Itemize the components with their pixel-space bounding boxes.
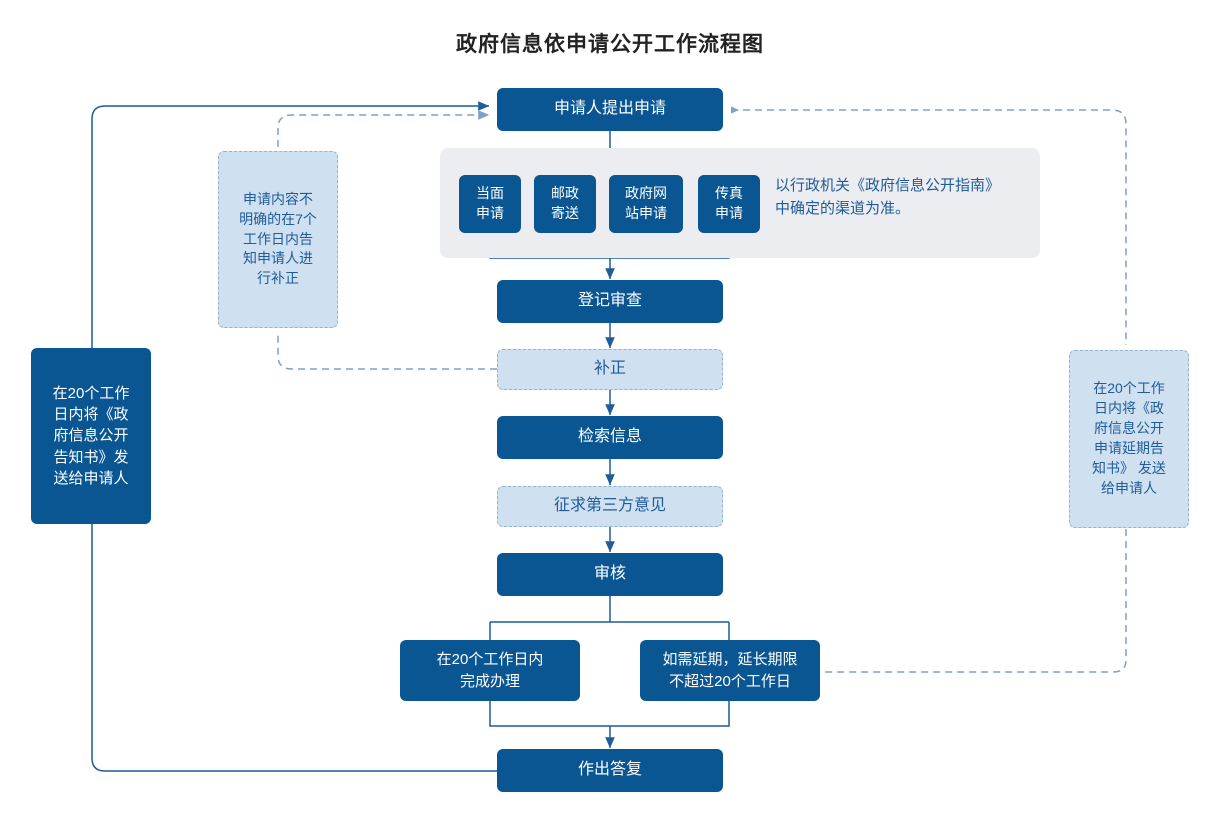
node-channel-in-person[interactable]: 当面 申请 [459,175,521,233]
node-left-notice-20-days[interactable]: 在20个工作 日内将《政 府信息公开 告知书》发 送给申请人 [31,348,151,524]
wire-note-to-apply [277,110,490,147]
node-retrieve-info[interactable]: 检索信息 [497,416,723,459]
node-extension[interactable]: 如需延期，延长期限 不超过20个工作日 [640,640,820,701]
node-channel-fax[interactable]: 传真 申请 [698,175,760,233]
channel-note: 以行政机关《政府信息公开指南》 中确定的渠道为准。 [775,177,1001,218]
node-third-party-opinion[interactable]: 征求第三方意见 [497,486,723,527]
node-review[interactable]: 审核 [497,553,723,596]
node-channel-website[interactable]: 政府网 站申请 [609,175,683,233]
node-extension-notice-20-days[interactable]: 在20个工作 日内将《政 府信息公开 申请延期告 知书》 发送 给申请人 [1069,350,1189,528]
wire-apply-dash-arrowhead [731,106,739,114]
wire-outcome-merge [489,701,730,727]
node-register-review[interactable]: 登记审查 [497,280,723,323]
node-complete-within-20-days[interactable]: 在20个工作日内 完成办理 [400,640,580,701]
page-title: 政府信息依申请公开工作流程图 [456,33,764,56]
wire-right-note-to-extension [820,529,1127,673]
node-correction[interactable]: 补正 [497,349,723,390]
wire-correction-to-note [277,332,497,370]
node-reply[interactable]: 作出答复 [497,749,723,792]
node-correction-notice-7-days[interactable]: 申请内容不 明确的在7个 工作日内告 知申请人进 行补正 [218,151,338,328]
node-apply[interactable]: 申请人提出申请 [497,88,723,131]
node-channel-postal[interactable]: 邮政 寄送 [534,175,596,233]
